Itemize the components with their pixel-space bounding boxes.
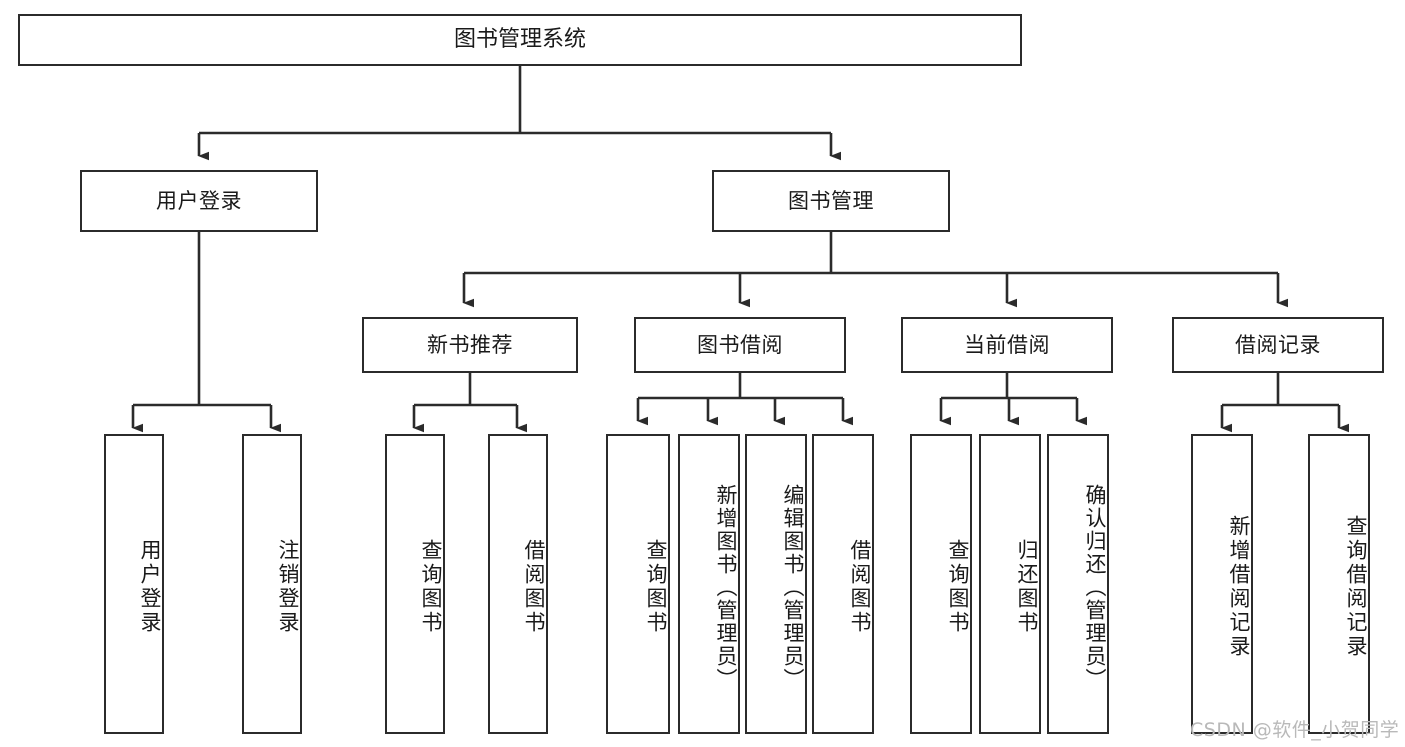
node-label: 查询图书 (419, 539, 443, 635)
node-label: 编辑图书（管理员） (781, 483, 805, 691)
leaf-user-login[interactable]: 用户登录 (104, 434, 164, 734)
node-label: 借阅图书 (848, 539, 872, 635)
leaf-confirm-return-admin[interactable]: 确认归还（管理员） (1047, 434, 1109, 734)
node-label: 图书管理系统 (453, 27, 586, 53)
node-book-borrow[interactable]: 图书借阅 (634, 317, 846, 373)
leaf-query-book-borrow[interactable]: 查询图书 (606, 434, 670, 734)
node-label: 借阅图书 (522, 539, 546, 635)
leaf-add-book-admin[interactable]: 新增图书（管理员） (678, 434, 740, 734)
node-user-login[interactable]: 用户登录 (80, 170, 318, 232)
node-label: 查询借阅记录 (1344, 515, 1368, 659)
node-label: 用户登录 (156, 188, 242, 213)
node-label: 归还图书 (1015, 539, 1039, 635)
leaf-edit-book-admin[interactable]: 编辑图书（管理员） (745, 434, 807, 734)
node-label: 确认归还（管理员） (1083, 483, 1107, 691)
node-label: 新增借阅记录 (1227, 515, 1251, 659)
leaf-borrow-book[interactable]: 借阅图书 (812, 434, 874, 734)
node-label: 当前借阅 (964, 332, 1050, 357)
node-new-book-recommend[interactable]: 新书推荐 (362, 317, 578, 373)
node-label: 新增图书（管理员） (714, 483, 738, 691)
watermark-text: CSDN @软件_小贺同学 (1190, 719, 1400, 741)
node-label: 新书推荐 (427, 332, 513, 357)
node-label: 用户登录 (138, 539, 162, 635)
node-current-borrow[interactable]: 当前借阅 (901, 317, 1113, 373)
node-label: 图书借阅 (697, 332, 783, 357)
node-borrow-records[interactable]: 借阅记录 (1172, 317, 1384, 373)
leaf-add-borrow-record[interactable]: 新增借阅记录 (1191, 434, 1253, 734)
leaf-query-book-recommend[interactable]: 查询图书 (385, 434, 445, 734)
node-label: 借阅记录 (1235, 332, 1321, 357)
node-label: 注销登录 (276, 539, 300, 635)
leaf-query-book-current[interactable]: 查询图书 (910, 434, 972, 734)
leaf-logout[interactable]: 注销登录 (242, 434, 302, 734)
node-root-book-management-system[interactable]: 图书管理系统 (18, 14, 1022, 66)
leaf-borrow-book-recommend[interactable]: 借阅图书 (488, 434, 548, 734)
leaf-return-book[interactable]: 归还图书 (979, 434, 1041, 734)
node-label: 图书管理 (788, 188, 874, 213)
node-label: 查询图书 (946, 539, 970, 635)
watermark: CSDN @软件_小贺同学 (1190, 715, 1399, 742)
node-label: 查询图书 (644, 539, 668, 635)
leaf-query-borrow-record[interactable]: 查询借阅记录 (1308, 434, 1370, 734)
node-book-management[interactable]: 图书管理 (712, 170, 950, 232)
